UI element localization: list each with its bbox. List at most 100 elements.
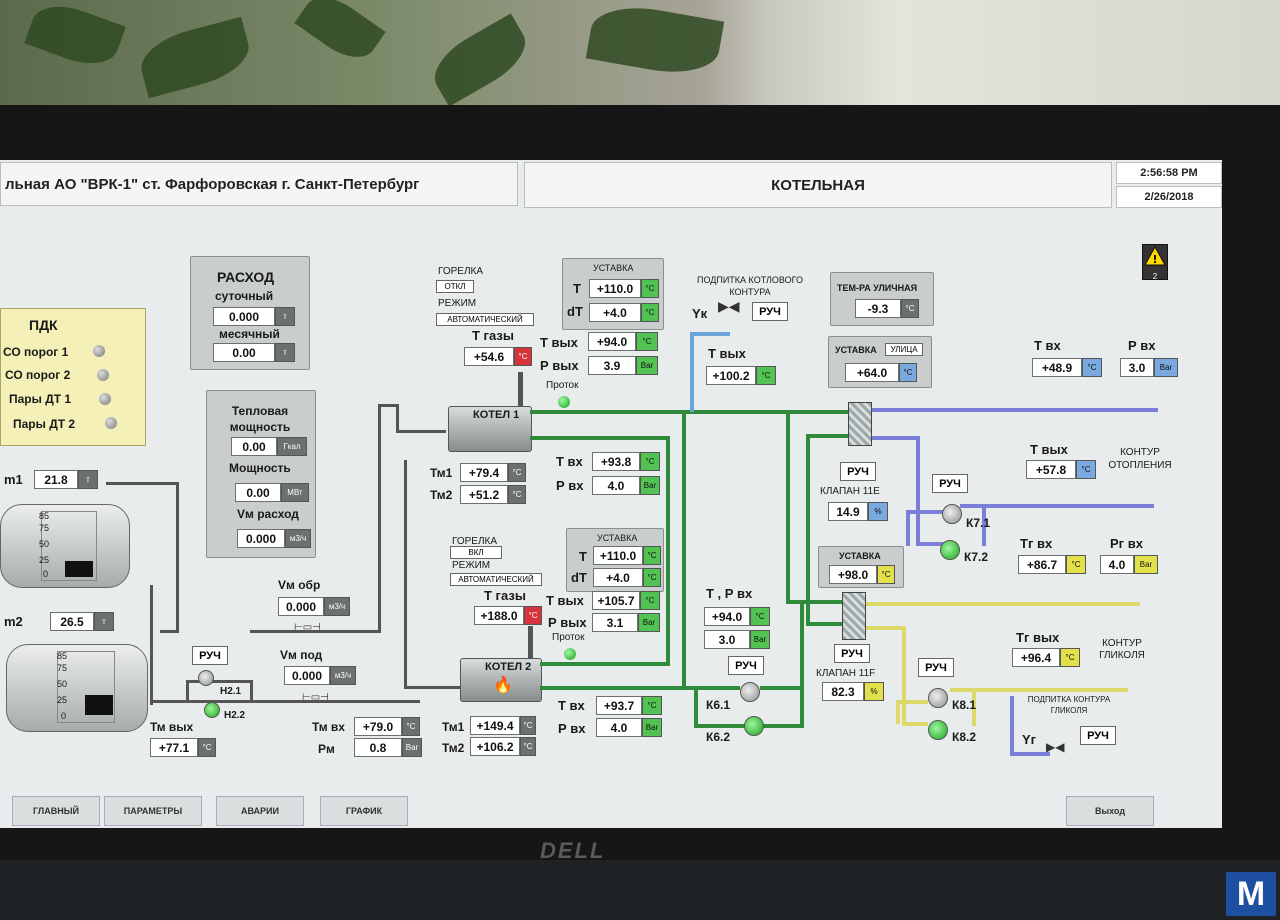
h2-ruch-button[interactable]: РУЧ <box>192 646 228 665</box>
heating-t-vyh-label: Т вых <box>1030 442 1068 457</box>
heating-t-vyh-value: +57.8 <box>1026 460 1076 479</box>
tep-label: Тепловая мощность <box>229 404 291 434</box>
podpitka-kotl-valve-icon[interactable]: ▶◀ <box>718 298 740 314</box>
watermark-logo: M <box>1226 872 1276 916</box>
glycol-pg-vh-label: Рг вх <box>1110 536 1143 551</box>
pump-k72[interactable] <box>940 540 960 560</box>
pipe <box>176 482 179 630</box>
pipe <box>906 510 910 546</box>
b2-t-vh-label: Т вх <box>558 698 585 713</box>
glycol-podpitka-valve-icon[interactable]: ▶◀ <box>1046 740 1065 754</box>
b1-tm1-value: +79.4 <box>460 463 508 482</box>
k8-ruch-button[interactable]: РУЧ <box>918 658 954 677</box>
tm-vh-value: +79.0 <box>354 717 402 736</box>
nav-exit-button[interactable]: Выход <box>1066 796 1154 826</box>
b1-p-vyh-value: 3.9 <box>588 356 636 375</box>
vm-pod-unit: м3/ч <box>330 666 356 685</box>
k81-label: К8.1 <box>952 698 977 712</box>
klapan-11e-ruch-button[interactable]: РУЧ <box>840 462 876 481</box>
b1-t-gazy-value: +54.6 <box>464 347 514 366</box>
pipe <box>378 404 381 633</box>
b1-rezhim-state: автоматический <box>436 313 534 326</box>
vm-obr-unit: м3/ч <box>324 597 350 616</box>
heating-t-vh-value: +48.9 <box>1032 358 1082 377</box>
pdk-item-4: Пары ДТ 2 <box>13 417 76 431</box>
pump-k61[interactable] <box>740 682 760 702</box>
nav-alarms-button[interactable]: АВАРИИ <box>216 796 304 826</box>
pipe <box>806 622 842 626</box>
pipe <box>896 700 928 704</box>
heat-exchanger-heating[interactable] <box>848 402 872 446</box>
vm-rashod-label: Vм расход <box>237 507 299 521</box>
klapan-11f-ruch-button[interactable]: РУЧ <box>834 644 870 663</box>
nav-params-button[interactable]: ПАРАМЕТРЫ <box>104 796 202 826</box>
pipe <box>896 700 900 724</box>
nav-graph-button[interactable]: ГРАФИК <box>320 796 408 826</box>
pipe <box>800 600 804 728</box>
klapan-11f-title: КЛАПАН 11F <box>816 668 876 679</box>
b2-p-vyh-unit: Bar <box>638 613 660 632</box>
b2-p-vh-unit: Bar <box>642 718 662 737</box>
desk <box>0 860 1280 920</box>
heating-p-vh-unit: Bar <box>1154 358 1178 377</box>
pipe <box>982 504 986 546</box>
pipe <box>1010 696 1014 754</box>
pipe <box>666 436 670 666</box>
b2-protok-label: Проток <box>552 632 585 643</box>
b2-tm1-unit: °C <box>520 716 536 735</box>
b1-tm1-unit: °C <box>508 463 526 482</box>
glycol-podpitka-ruch-button[interactable]: РУЧ <box>1080 726 1116 745</box>
m2-label: m2 <box>4 614 23 629</box>
b2-gorelka-state: вкл <box>450 546 502 559</box>
b1-tm2-label: Тм2 <box>430 488 453 502</box>
b1-ust-dt-value: +4.0 <box>589 303 641 322</box>
pump-k71[interactable] <box>942 504 962 524</box>
b1-ust-t-unit: °C <box>641 279 659 298</box>
pipe <box>950 688 1128 692</box>
tank-2-level <box>85 695 113 715</box>
k82-label: К8.2 <box>952 730 977 744</box>
b1-t-vh-unit: °C <box>640 452 660 471</box>
pump-k62[interactable] <box>744 716 764 736</box>
pipe <box>972 688 976 726</box>
podpitka-kotl-ruch-button[interactable]: РУЧ <box>752 302 788 321</box>
heat-exchanger-glycol[interactable] <box>842 592 866 640</box>
boiler-2[interactable]: КОТЕЛ 2🔥 <box>460 658 542 702</box>
tm-vh-unit: °C <box>402 717 420 736</box>
pipe <box>786 410 790 604</box>
boiler-1[interactable]: КОТЕЛ 1 <box>448 406 532 452</box>
pump-h21[interactable] <box>198 670 214 686</box>
pipe <box>866 602 1140 606</box>
b2-ust-t-unit: °C <box>643 546 661 565</box>
rashod-sut-value: 0.000 <box>213 307 275 326</box>
glycol-podpitka-title: ПОДПИТКА КОНТУРА ГЛИКОЛЯ <box>1027 695 1111 715</box>
pipe <box>396 430 446 433</box>
b2-t-gazy-value: +188.0 <box>474 606 524 625</box>
yg-label: Yг <box>1022 732 1037 747</box>
alarm-warning-icon[interactable]: ! 2 <box>1142 244 1168 281</box>
pipe <box>694 686 698 726</box>
b2-rezhim-state: автоматический <box>450 573 542 586</box>
klapan-11e-ust-value: +98.0 <box>829 565 877 584</box>
pipe <box>150 700 190 703</box>
glycol-pg-vh-value: 4.0 <box>1100 555 1134 574</box>
nav-main-button[interactable]: ГЛАВНЫЙ <box>12 796 100 826</box>
klapan-11e-ustavka-panel: УСТАВКА +98.0 °C <box>818 546 904 588</box>
k6-ruch-button[interactable]: РУЧ <box>728 656 764 675</box>
tep-value: 0.00 <box>231 437 277 456</box>
b2-p-vyh-value: 3.1 <box>592 613 638 632</box>
pump-h22[interactable] <box>204 702 220 718</box>
page-title: КОТЕЛЬНАЯ <box>524 162 1112 208</box>
pump-k81[interactable] <box>928 688 948 708</box>
k7-ruch-button[interactable]: РУЧ <box>932 474 968 493</box>
b1-tm1-label: Тм1 <box>430 466 453 480</box>
rashod-panel: РАСХОД суточный 0.000 т месячный 0.00 т <box>190 256 310 370</box>
outdoor-title: ТЕМ-РА УЛИЧНАЯ <box>837 283 918 293</box>
pump-k82[interactable] <box>928 720 948 740</box>
h22-label: Н2.2 <box>224 710 246 721</box>
vm-pod-label: Vм под <box>280 648 323 662</box>
pipe <box>1010 752 1050 756</box>
b2-rezhim-label: РЕЖИМ <box>452 560 491 571</box>
flowmeter-obr-icon: ⊢▭⊣ <box>294 622 321 633</box>
b2-ust-t-value: +110.0 <box>593 546 643 565</box>
